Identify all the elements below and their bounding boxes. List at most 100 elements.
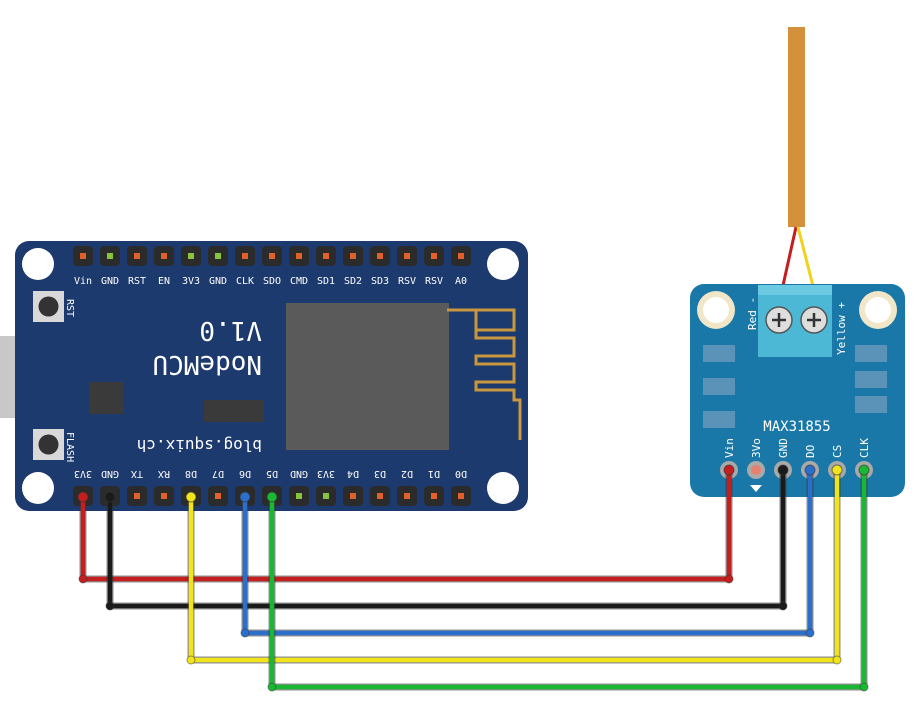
top-pin-label: GND (101, 276, 119, 287)
wire-end-nodemcu (77, 491, 89, 503)
top-pin-label: SD3 (371, 276, 389, 287)
rst-button-label: RST (64, 299, 75, 317)
top-pin-label: Vin (74, 276, 92, 287)
bottom-pin-label: D4 (347, 468, 359, 479)
terminal-label-red: Red - (746, 297, 759, 330)
bottom-header-pin-dot (161, 493, 167, 499)
wires (79, 470, 868, 691)
top-pin-label: 3V3 (182, 276, 200, 287)
bottom-pin-label: D0 (455, 468, 467, 479)
top-pin-label: SD2 (344, 276, 362, 287)
top-header-pin-dot (458, 253, 464, 259)
thermocouple-probe (788, 27, 805, 227)
rst-button-cap (38, 296, 59, 317)
ic-small-2 (204, 400, 264, 422)
bottom-pin-label: D6 (239, 468, 251, 479)
terminal-block-top (758, 285, 832, 295)
top-header-pin-dot (404, 253, 410, 259)
max-pin-label: Vin (723, 438, 736, 458)
wire-bend (805, 628, 815, 638)
nodemcu-version: V1.0 (199, 315, 262, 345)
top-pin-label: RSV (425, 276, 443, 287)
wire-end-max31855 (777, 464, 789, 476)
wire-bend (240, 628, 250, 638)
top-header-pin-dot (431, 253, 437, 259)
top-header-pin-dot (188, 253, 194, 259)
top-pin-label: CMD (290, 276, 308, 287)
wire-d6-to-do (242, 470, 813, 636)
max-pin-hole (751, 465, 761, 475)
bottom-pin-label: D2 (401, 468, 413, 479)
top-pin-label: A0 (455, 276, 467, 287)
top-header-pin-dot (161, 253, 167, 259)
bottom-pin-label: D5 (266, 468, 278, 479)
max-pin-label: 3Vo (750, 438, 763, 458)
mount-hole-br (487, 472, 519, 504)
top-header-pin-dot (377, 253, 383, 259)
thermocouple-yellow-lead (796, 226, 816, 291)
screw-right-slot (807, 313, 821, 327)
wire-d8-to-cs (188, 470, 840, 663)
smd-pad (703, 345, 735, 362)
bottom-pin-label: D1 (428, 468, 440, 479)
mount-hole-tr (487, 248, 519, 280)
wire-bend (267, 682, 277, 692)
max-pin-label: CS (831, 445, 844, 458)
wire-d5-to-clk (269, 470, 867, 690)
top-header-pin-dot (107, 253, 113, 259)
top-header-pin-dot (323, 253, 329, 259)
top-pin-label: RSV (398, 276, 416, 287)
wire-bend (859, 682, 869, 692)
thermocouple-red-lead (780, 226, 798, 291)
nodemcu-title: NodeMCU (152, 349, 262, 379)
bottom-pin-label: TX (131, 468, 143, 479)
smd-pad (703, 378, 735, 395)
bottom-header-pin-dot (431, 493, 437, 499)
top-header-pin-dot (269, 253, 275, 259)
wire-gnd-to-gnd (107, 470, 786, 609)
screw-left-slot (772, 313, 786, 327)
max-pin-label: CLK (858, 438, 871, 458)
wire-bend (186, 655, 196, 665)
bottom-header-pin-dot (458, 493, 464, 499)
flash-button-cap (38, 434, 59, 455)
bottom-header-pin-dot (215, 493, 221, 499)
top-header-pin-dot (80, 253, 86, 259)
terminal-label-yellow: Yellow + (835, 302, 848, 355)
mount-hole-tl (22, 248, 54, 280)
wire-end-nodemcu (239, 491, 251, 503)
max-pin-label: GND (777, 438, 790, 458)
top-pin-label: GND (209, 276, 227, 287)
wire-end-nodemcu (104, 491, 116, 503)
top-pin-label: CLK (236, 276, 254, 287)
bottom-pin-label: D7 (212, 468, 224, 479)
wire-end-nodemcu (185, 491, 197, 503)
bottom-pin-label: D3 (374, 468, 386, 479)
wire-end-max31855 (858, 464, 870, 476)
max31855-title: MAX31855 (763, 419, 830, 435)
bottom-header-pin-dot (404, 493, 410, 499)
wire-end-nodemcu (266, 491, 278, 503)
wire-3v3-to-vin (80, 470, 732, 582)
bottom-header-pin-dot (323, 493, 329, 499)
bottom-header-pin-dot (134, 493, 140, 499)
flash-button-label: FLASH (64, 432, 75, 462)
top-header-pin-dot (215, 253, 221, 259)
bottom-header-pin-dot (377, 493, 383, 499)
ic-small-1 (89, 382, 124, 414)
max-mount-hole-r-inner (865, 297, 891, 323)
bottom-pin-label: D8 (185, 468, 197, 479)
top-header-pin-dot (296, 253, 302, 259)
bottom-pin-label: GND (101, 468, 119, 479)
top-header-pin-dot (134, 253, 140, 259)
wire-bend (778, 601, 788, 611)
max31855-pcb (690, 284, 905, 497)
top-pin-label: SD1 (317, 276, 335, 287)
top-pin-label: RST (128, 276, 146, 287)
mount-hole-bl (22, 472, 54, 504)
bottom-pin-label: 3V3 (74, 468, 92, 479)
bottom-header-pin-dot (350, 493, 356, 499)
wire-bend (78, 574, 88, 584)
